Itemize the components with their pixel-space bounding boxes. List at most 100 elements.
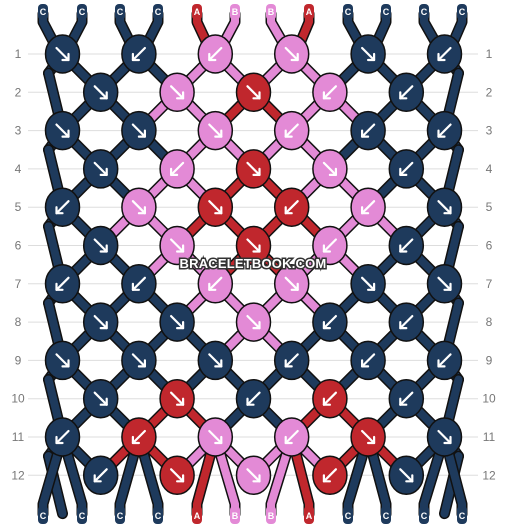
arrow-head-icon — [361, 129, 370, 138]
strand-label-top: C — [117, 7, 124, 17]
arrow-head-icon — [176, 397, 185, 406]
row-label-left: 3 — [15, 124, 22, 138]
arrow-head-icon — [99, 321, 108, 330]
arrow-head-icon — [214, 435, 223, 445]
arrow-head-icon — [367, 282, 376, 291]
arrow-icon — [93, 238, 108, 253]
arrow-head-icon — [214, 359, 223, 368]
strand-cap-top — [419, 4, 429, 20]
knot — [235, 455, 272, 496]
arrow-head-icon — [284, 129, 293, 138]
knot — [44, 110, 81, 151]
arrow-icon — [55, 276, 70, 291]
strand-label-top: C — [383, 7, 390, 17]
knot — [44, 34, 81, 74]
arrow-head-icon — [399, 321, 408, 330]
knot — [235, 72, 272, 113]
arrow-icon — [284, 429, 299, 445]
arrow-head-icon — [367, 435, 376, 445]
knot — [312, 455, 348, 496]
row-label-right: 9 — [486, 353, 493, 367]
arrow-icon — [284, 276, 299, 291]
arrow-head-icon — [137, 359, 146, 368]
arrow-head-icon — [322, 244, 331, 253]
arrow-icon — [93, 468, 108, 483]
knot — [273, 417, 310, 457]
strand-label-top: A — [194, 7, 201, 17]
row-label-right: 4 — [486, 162, 493, 176]
knot — [312, 149, 348, 189]
knot — [82, 302, 119, 342]
arrow-icon — [131, 123, 146, 138]
arrow-icon — [131, 429, 146, 445]
arrow-icon — [93, 315, 108, 330]
arrow-icon — [131, 276, 146, 291]
arrow-icon — [399, 85, 414, 100]
strand-label-bottom: C — [117, 511, 124, 521]
knot — [426, 340, 463, 381]
arrow-head-icon — [328, 167, 337, 176]
knot — [273, 34, 310, 74]
knot — [312, 302, 348, 342]
knots-layer — [44, 34, 463, 496]
arrow-icon — [361, 276, 376, 291]
knot — [273, 340, 310, 381]
arrow-icon — [399, 468, 414, 483]
arrow-head-icon — [367, 52, 376, 62]
arrow-icon — [131, 200, 146, 215]
strand-cap-bottom — [381, 506, 391, 524]
arrow-head-icon — [252, 244, 261, 253]
knot — [273, 264, 310, 304]
arrow-head-icon — [214, 206, 223, 215]
arrow-head-icon — [208, 52, 217, 62]
strand-label-top: C — [459, 7, 466, 17]
arrow-icon — [131, 353, 146, 368]
arrow-head-icon — [399, 91, 408, 100]
strand-cap-bottom — [304, 506, 314, 524]
strand-cap-top — [153, 4, 163, 20]
strand-cap-bottom — [266, 506, 276, 524]
knot — [273, 187, 310, 227]
knot — [426, 264, 463, 304]
row-label-left: 7 — [15, 277, 22, 291]
arrow-icon — [322, 391, 337, 406]
arrow-icon — [399, 315, 414, 330]
knot — [388, 302, 425, 342]
strand-label-bottom: A — [194, 511, 201, 521]
row-label-right: 12 — [482, 468, 496, 482]
knot — [121, 187, 157, 227]
strand-cap-top — [266, 4, 276, 20]
arrow-head-icon — [290, 282, 299, 291]
row-label-left: 4 — [15, 162, 22, 176]
strand-cap-top — [457, 4, 467, 20]
strand-label-bottom: A — [306, 511, 313, 521]
arrow-icon — [361, 353, 376, 368]
strand-label-bottom: C — [421, 511, 428, 521]
arrow-icon — [208, 46, 223, 62]
arrow-icon — [361, 123, 376, 138]
arrow-icon — [208, 276, 223, 291]
arrow-icon — [284, 353, 299, 368]
strand-label-bottom: B — [268, 511, 275, 521]
arrow-head-icon — [246, 397, 255, 406]
knot — [350, 34, 386, 74]
arrow-head-icon — [176, 321, 185, 330]
arrow-icon — [399, 391, 414, 406]
arrow-head-icon — [322, 91, 331, 100]
row-label-right: 5 — [486, 200, 493, 214]
knot — [82, 225, 119, 266]
row-label-right: 3 — [486, 124, 493, 138]
arrow-head-icon — [361, 359, 370, 368]
strand-label-bottom: C — [383, 511, 390, 521]
arrow-head-icon — [322, 397, 331, 406]
arrow-head-icon — [131, 52, 140, 62]
arrow-head-icon — [399, 244, 408, 253]
arrow-icon — [437, 353, 452, 368]
arrow-head-icon — [399, 397, 408, 406]
knot — [388, 455, 425, 496]
arrow-icon — [322, 161, 337, 176]
arrow-head-icon — [214, 129, 223, 138]
arrow-head-icon — [176, 474, 185, 483]
knot — [235, 149, 272, 189]
arrow-icon — [246, 391, 261, 406]
